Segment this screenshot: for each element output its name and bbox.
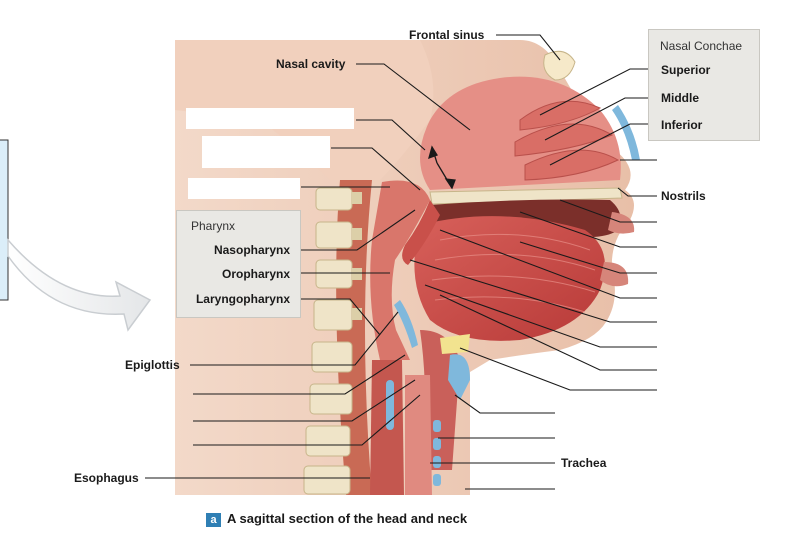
- label-middle-concha: Middle: [661, 91, 699, 105]
- label-oropharynx: Oropharynx: [221, 267, 290, 281]
- nasal-conchae-shapes: [514, 100, 620, 181]
- caption-text: A sagittal section of the head and neck: [227, 511, 468, 526]
- pharynx-airway: [370, 180, 430, 360]
- posterior-neck-muscle: [336, 180, 372, 495]
- label-trachea: Trachea: [561, 456, 607, 470]
- label-blank-3: [188, 178, 300, 199]
- nasal-conchae-title: Nasal Conchae: [660, 39, 743, 53]
- label-esophagus: Esophagus: [74, 471, 139, 485]
- figure-caption: a A sagittal section of the head and neck: [206, 511, 467, 527]
- label-blank-2: [202, 136, 330, 168]
- label-epiglottis: Epiglottis: [125, 358, 180, 372]
- upper-lip: [608, 212, 635, 234]
- label-laryngopharynx: Laryngopharynx: [195, 292, 290, 306]
- label-nasopharynx: Nasopharynx: [213, 243, 290, 257]
- nasal-conchae-box: [648, 29, 760, 141]
- label-nasal-cavity: Nasal cavity: [276, 57, 346, 71]
- epiglottis-shape: [394, 300, 418, 348]
- tracheal-rings: [433, 420, 441, 486]
- label-inferior-concha: Inferior: [661, 118, 703, 132]
- lower-lip: [600, 262, 629, 287]
- leader-lines: [145, 34, 657, 490]
- thyroid-cartilage: [448, 354, 470, 400]
- label-frontal-sinus: Frontal sinus: [409, 28, 485, 42]
- frontal-sinus-shape: [543, 50, 576, 81]
- caption-letter-badge: a: [206, 513, 221, 527]
- esophagus-inner: [386, 380, 394, 430]
- label-blank-1: [186, 108, 354, 129]
- hard-palate: [429, 187, 623, 205]
- airflow-arrows: [428, 145, 456, 190]
- tongue: [414, 216, 605, 341]
- pointing-arrow: [7, 237, 152, 332]
- pharynx-box: [176, 210, 301, 318]
- trachea-shape: [405, 375, 432, 495]
- vertebral-column: [303, 187, 362, 495]
- label-nostrils: Nostrils: [661, 189, 706, 203]
- pharynx-title: Pharynx: [191, 219, 236, 233]
- soft-palate: [402, 200, 440, 265]
- nasal-cartilage: [612, 105, 640, 160]
- callout-frame: [0, 139, 9, 301]
- label-superior-concha: Superior: [661, 63, 711, 77]
